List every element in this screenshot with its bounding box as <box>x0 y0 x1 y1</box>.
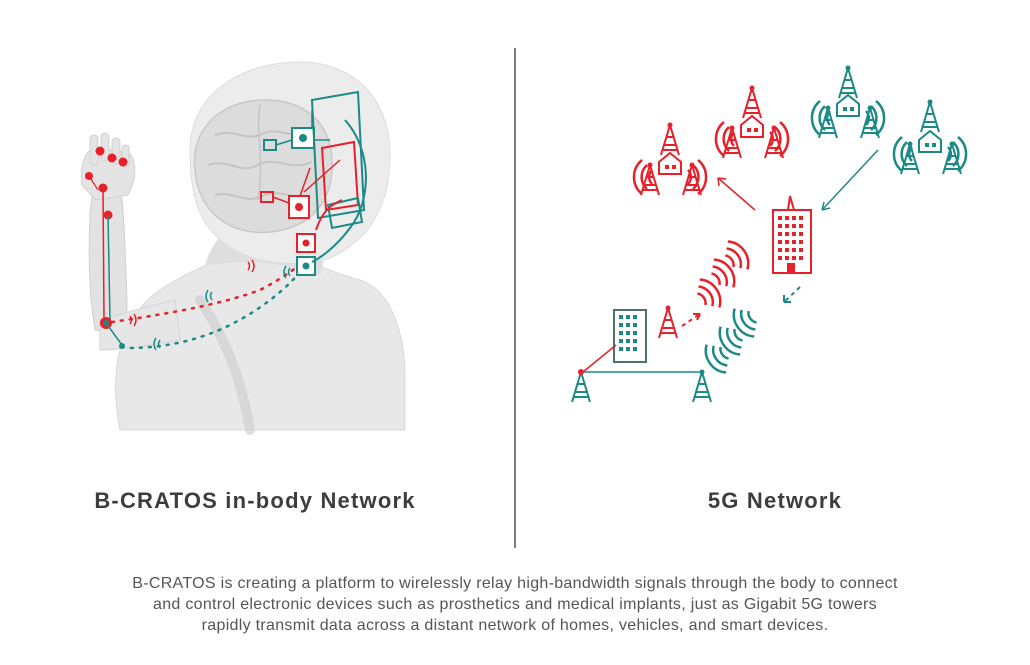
wireless-signal-icon <box>690 235 801 379</box>
house-cluster-red-right <box>714 84 790 159</box>
caption-line: and control electronic devices such as p… <box>153 596 877 613</box>
head-processor-modules <box>299 90 367 263</box>
ground-towers <box>571 344 712 403</box>
panel-divider <box>514 48 516 548</box>
cell-tower-icon <box>658 304 701 339</box>
office-building-lower <box>613 309 647 363</box>
house-cluster-teal-left <box>810 64 886 139</box>
arm-icon <box>81 132 181 351</box>
caption-line: B-CRATOS is creating a platform to wirel… <box>132 575 898 592</box>
right-panel-title: 5G Network <box>707 488 843 513</box>
implant-chip-icon <box>260 127 316 276</box>
office-building-icon <box>772 195 812 274</box>
house-cluster-red-left <box>632 121 708 196</box>
left-panel-title: B-CRATOS in-body Network <box>94 488 416 513</box>
house-cluster-teal-right <box>892 98 968 175</box>
uplink-arrows <box>717 149 879 211</box>
caption-text: B-CRATOS is creating a platform to wirel… <box>20 573 1010 636</box>
caption-line: rapidly transmit data across a distant n… <box>201 617 829 634</box>
in-body-signal-paths <box>110 259 307 351</box>
